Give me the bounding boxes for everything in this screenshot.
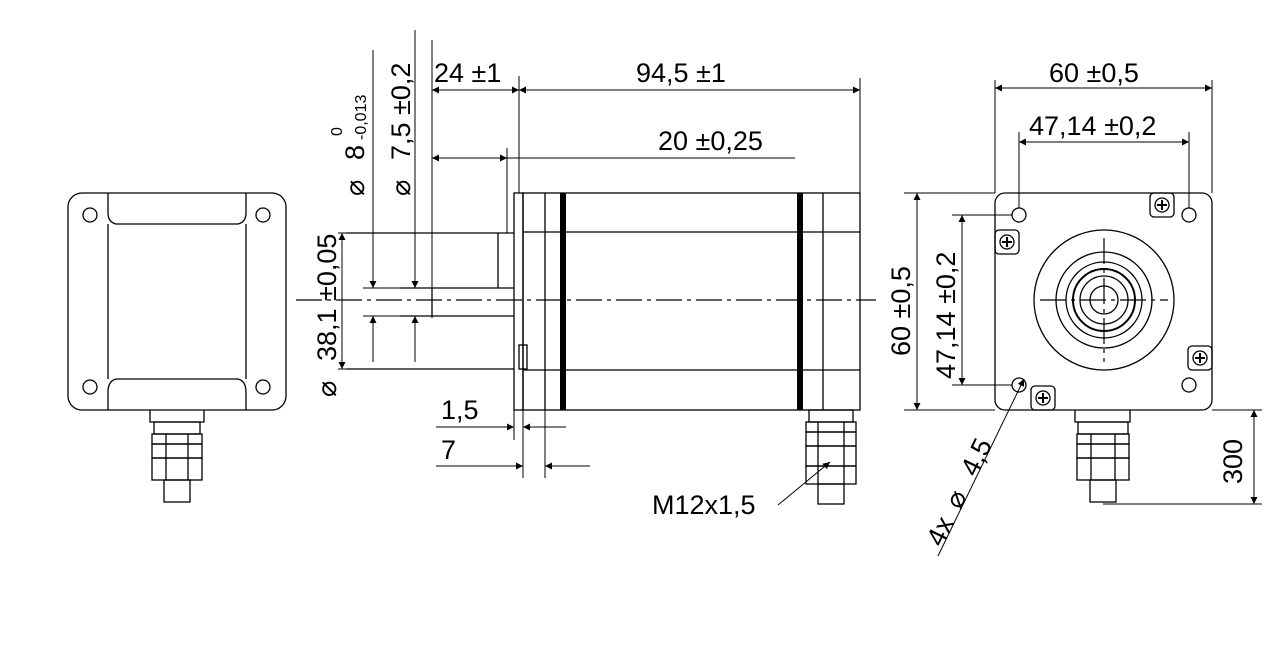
dim-text-pilot-diameter: 38,1 ±0,05: [312, 234, 342, 361]
dim-text-shaft-flat: 20 ±0,25: [658, 126, 763, 156]
dim-tol-upper: 0: [329, 127, 346, 136]
dim-text-bolt-pitch-h: 47,14 ±0,2: [1029, 111, 1156, 141]
dim-tol-lower: -0,013: [353, 95, 370, 140]
rear-hole-icon: [82, 207, 98, 223]
mount-hole-icon: [1181, 377, 1197, 393]
rear-cable-gland-icon: [151, 421, 203, 503]
screw-icon: [994, 229, 1020, 255]
shaft: [346, 232, 514, 370]
rear-view: [67, 192, 287, 503]
dim-text-holes-count: 4x: [920, 511, 960, 550]
rear-top-recess: [107, 193, 247, 225]
dim-text-square-height: 60 ±0,5: [886, 266, 916, 356]
diameter-symbol: ⌀: [312, 381, 342, 397]
side-view: 24 ±1 94,5 ±1 20 ±0,25 1,5 7 M12x1,5 ⌀ 3…: [296, 30, 876, 520]
mount-hole-icon: [1181, 207, 1197, 223]
hole-leader: [937, 378, 1025, 557]
diameter-symbol: ⌀: [939, 485, 973, 513]
dim-text-holes-diameter: 4,5: [955, 434, 998, 481]
dim-text-body-length: 94,5 ±1: [636, 58, 726, 88]
rear-hole-icon: [255, 379, 271, 395]
dim-text-cable-length: 300: [1218, 439, 1248, 484]
rear-hole-icon: [255, 207, 271, 223]
screw-icon: [1030, 385, 1056, 411]
screw-icon: [1187, 345, 1213, 371]
front-flange-outline: [994, 192, 1213, 411]
dim-text-bolt-pitch-v: 47,14 ±0,2: [931, 252, 961, 379]
rear-hole-icon: [82, 379, 98, 395]
dim-text-square-width: 60 ±0,5: [1049, 58, 1139, 88]
gland-leader: [777, 461, 831, 506]
front-gland-boss: [1074, 410, 1131, 423]
rear-housing-outline: [67, 192, 287, 411]
diameter-symbol: ⌀: [340, 180, 370, 196]
dim-text-shaft-length: 24 ±1: [434, 58, 501, 88]
front-cable-gland-icon: [1076, 421, 1130, 503]
motor-body: [522, 192, 861, 411]
rear-inner-sides: [107, 224, 247, 379]
front-view: 60 ±0,5 47,14 ±0,2 60 ±0,5 47,14 ±0,2 30…: [886, 58, 1262, 557]
rear-gland-boss: [149, 410, 205, 423]
dim-text-flat-diameter: 7,5 ±0,2: [386, 63, 416, 160]
dim-text-shaft-diameter: 8: [340, 145, 370, 160]
mount-hole-icon: [1011, 207, 1027, 223]
side-cable-gland-icon: [805, 409, 857, 505]
front-flange: [513, 192, 524, 411]
flange-tab: [518, 344, 528, 370]
screw-icon: [1149, 192, 1175, 218]
diameter-symbol: ⌀: [386, 180, 416, 196]
rear-bottom-recess: [107, 378, 247, 410]
dim-text-flange-thickness: 1,5: [441, 395, 479, 425]
pilot-circle: [1033, 229, 1175, 371]
dim-text-cable-gland: M12x1,5: [652, 490, 756, 520]
dim-text-pilot-depth: 7: [441, 435, 456, 465]
